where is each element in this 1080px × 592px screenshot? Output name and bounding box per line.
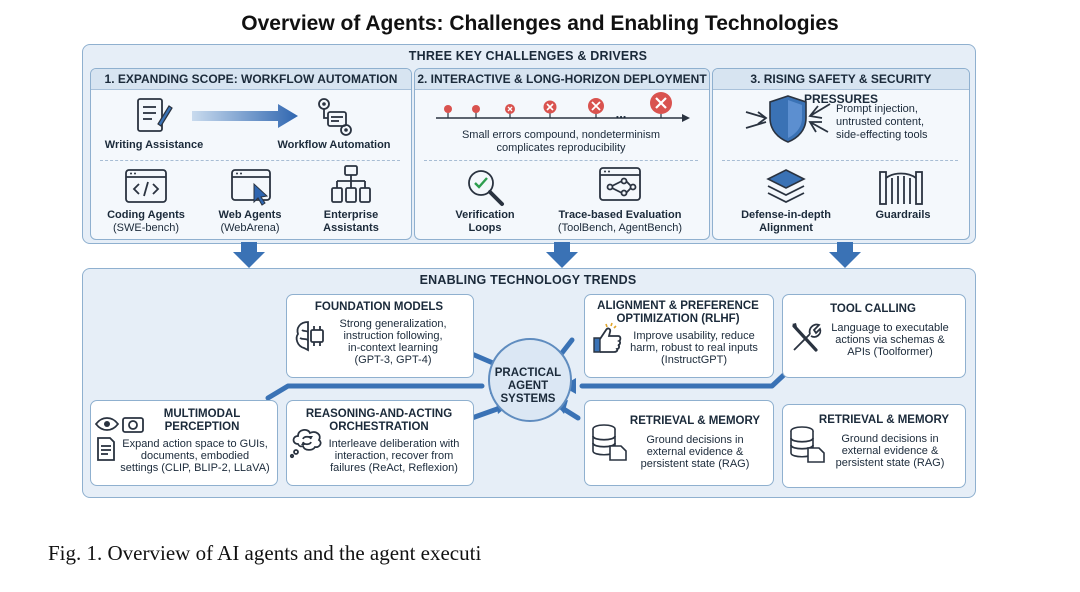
verification-label-2: Loops [468, 222, 502, 234]
tool-calling-text-3: APIs (Toolformer) [847, 346, 933, 358]
trace-eval-sub: (ToolBench, AgentBench) [557, 222, 683, 234]
challenge-col-1: 1. EXPANDING SCOPE: WORKFLOW AUTOMATION [90, 68, 412, 240]
reasoning-text-1: Interleave deliberation with [328, 438, 460, 450]
tool-calling-text-1: Language to executable [831, 322, 949, 334]
alignment-text-1: Improve usability, reduce [633, 330, 755, 342]
guardrails-label: Guardrails [875, 209, 931, 221]
scope-arrow [192, 104, 298, 128]
practical-agent-systems-hub [488, 338, 572, 422]
retrieval-1-text-3: persistent state (RAG) [640, 458, 750, 470]
web-window-icon [231, 169, 271, 206]
layers-icon [766, 169, 806, 204]
challenge-col-2-title: 2. INTERACTIVE & LONG-HORIZON DEPLOYMENT [415, 69, 709, 90]
multimodal-text-2: documents, embodied [140, 450, 250, 462]
code-window-icon [125, 169, 167, 203]
foundation-models-card [286, 294, 474, 378]
reasoning-text-3: failures (ReAct, Reflexion) [330, 462, 458, 474]
defense-label-2: Alignment [759, 222, 813, 234]
retrieval-1-text-1: Ground decisions in [646, 434, 744, 446]
multimodal-card [90, 400, 278, 486]
col2-divider [424, 160, 698, 161]
error-timeline [436, 92, 690, 122]
col1-divider [100, 160, 400, 161]
org-chart-icon [331, 165, 371, 203]
reasoning-text-2: interaction, recover from [334, 450, 454, 462]
reasoning-card [286, 400, 474, 486]
hub-label-3: SYSTEMS [500, 393, 556, 405]
challenge-col-3-title: 3. RISING SAFETY & SECURITY PRESSURES [713, 69, 969, 106]
challenges-header: THREE KEY CHALLENGES & DRIVERS [408, 49, 648, 63]
magnifier-check-icon [468, 170, 504, 206]
down-arrow-2 [546, 242, 578, 268]
brain-chip-icon [295, 321, 324, 352]
hub-label-1: PRACTICAL [494, 367, 562, 379]
safety-note-3: side-effecting tools [836, 129, 928, 141]
reasoning-title-1: REASONING-AND-ACTING [305, 408, 453, 420]
reasoning-title-2: ORCHESTRATION [329, 421, 429, 433]
thumbs-up-icon [593, 322, 622, 353]
enterprise-label-2: Assistants [323, 222, 379, 234]
retrieval-2-text-1: Ground decisions in [841, 433, 939, 445]
multimodal-title-2: PERCEPTION [164, 421, 240, 433]
long-horizon-note-2: complicates reproducibility [496, 142, 626, 154]
challenge-col-1-title: 1. EXPANDING SCOPE: WORKFLOW AUTOMATION [91, 69, 411, 90]
down-arrow-1 [233, 242, 265, 268]
figure-caption: Fig. 1. Overview of AI agents and the ag… [48, 541, 482, 565]
web-agents-label: Web Agents [218, 209, 282, 221]
verification-label-1: Verification [455, 209, 515, 221]
thought-cycle-icon [289, 429, 322, 459]
database-icon-1 [592, 424, 627, 461]
long-horizon-note-1: Small errors compound, nondeterminism [461, 129, 661, 141]
hub-label-2: AGENT [507, 380, 549, 392]
enterprise-label-1: Enterprise [323, 209, 379, 221]
col3-divider [722, 160, 958, 161]
alignment-title-1: ALIGNMENT & PREFERENCE [597, 300, 759, 312]
retrieval-2-title: RETRIEVAL & MEMORY [818, 414, 950, 426]
coding-agents-label: Coding Agents [107, 209, 185, 221]
safety-note-1: Prompt injection, [836, 103, 918, 115]
challenge-col-2: 2. INTERACTIVE & LONG-HORIZON DEPLOYMENT [414, 68, 710, 240]
writing-assistance-label: Writing Assistance [104, 139, 204, 151]
retrieval-2-text-2: external evidence & [841, 445, 939, 457]
timeline-ellipsis: ... [615, 106, 627, 121]
foundation-models-text-3: in-context learning [348, 342, 438, 354]
retrieval-2-text-3: persistent state (RAG) [835, 457, 945, 469]
trends-header: ENABLING TECHNOLOGY TRENDS [419, 273, 637, 287]
safety-note-2: untrusted content, [836, 116, 925, 128]
foundation-models-text-1: Strong generalization, [339, 318, 447, 330]
database-icon-2 [790, 426, 825, 463]
web-agents-sub: (WebArena) [220, 222, 280, 234]
writing-icon [137, 98, 173, 132]
shield-attack-icon [745, 95, 831, 143]
foundation-models-text-2: instruction following, [343, 330, 443, 342]
alignment-text-2: harm, robust to real inputs [630, 342, 758, 354]
wrench-screwdriver-icon [792, 323, 822, 352]
trace-window-icon [599, 167, 641, 201]
workflow-automation-label: Workflow Automation [277, 139, 391, 151]
coding-agents-sub: (SWE-bench) [112, 222, 180, 234]
trace-eval-label: Trace-based Evaluation [558, 209, 682, 221]
multimodal-text-3: settings (CLIP, BLIP-2, LLaVA) [120, 462, 270, 474]
foundation-models-text-4: (GPT-3, GPT-4) [354, 354, 432, 366]
tool-calling-text-2: actions via schemas & [835, 334, 945, 346]
defense-label-1: Defense-in-depth [741, 209, 831, 221]
diagram-title: Overview of Agents: Challenges and Enabl… [241, 12, 839, 35]
gate-icon [879, 171, 923, 205]
down-arrow-3 [829, 242, 861, 268]
eye-camera-doc-icon [94, 417, 144, 461]
retrieval-1-text-2: external evidence & [646, 446, 744, 458]
alignment-title-2: OPTIMIZATION (RLHF) [616, 313, 740, 325]
multimodal-title-1: MULTIMODAL [163, 408, 241, 420]
gears-icon [318, 98, 352, 136]
retrieval-1-title: RETRIEVAL & MEMORY [629, 415, 761, 427]
alignment-text-3: (InstructGPT) [660, 354, 727, 366]
challenge-col-3: 3. RISING SAFETY & SECURITY PRESSURES [712, 68, 970, 240]
tool-calling-title: TOOL CALLING [830, 303, 916, 315]
multimodal-text-1: Expand action space to GUIs, [122, 438, 268, 450]
foundation-models-title: FOUNDATION MODELS [314, 301, 444, 313]
